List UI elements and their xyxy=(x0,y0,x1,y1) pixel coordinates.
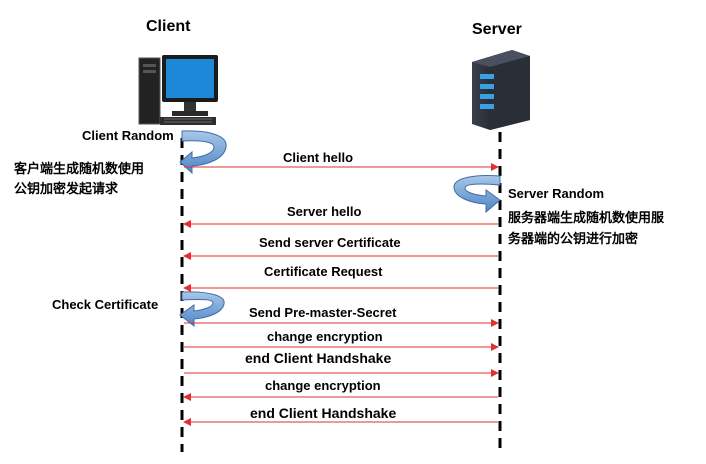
message-label: Client hello xyxy=(283,150,354,165)
client-participant-label: Client xyxy=(146,18,191,35)
server-random-description-line-1: 服务器端生成随机数使用服 xyxy=(508,211,665,226)
client-random-label: Client Random xyxy=(82,128,174,143)
check-certificate-loop-arrow xyxy=(179,291,225,328)
server-random-description-line-2: 务器端的公钥进行加密 xyxy=(508,232,639,247)
message-label: Server hello xyxy=(287,204,362,219)
client-random-loop-arrow xyxy=(179,130,227,175)
server-random-label: Server Random xyxy=(508,186,605,201)
computer-icon xyxy=(138,55,218,125)
message-label: change encryption xyxy=(265,378,381,393)
message-label: Certificate Request xyxy=(264,264,383,279)
message-label: end Client Handshake xyxy=(250,405,397,421)
server-participant-label: Server xyxy=(472,21,522,38)
server-random-loop-arrow xyxy=(453,175,501,214)
message-label: Send Pre-master-Secret xyxy=(249,305,397,320)
server-icon xyxy=(472,50,530,130)
message-label: change encryption xyxy=(267,329,383,344)
check-certificate-label: Check Certificate xyxy=(52,297,159,312)
client-random-description-line-1: 客户端生成随机数使用 xyxy=(14,162,145,177)
client-random-description-line-2: 公钥加密发起请求 xyxy=(14,182,119,197)
message-label: end Client Handshake xyxy=(245,350,392,366)
message-label: Send server Certificate xyxy=(259,235,401,250)
